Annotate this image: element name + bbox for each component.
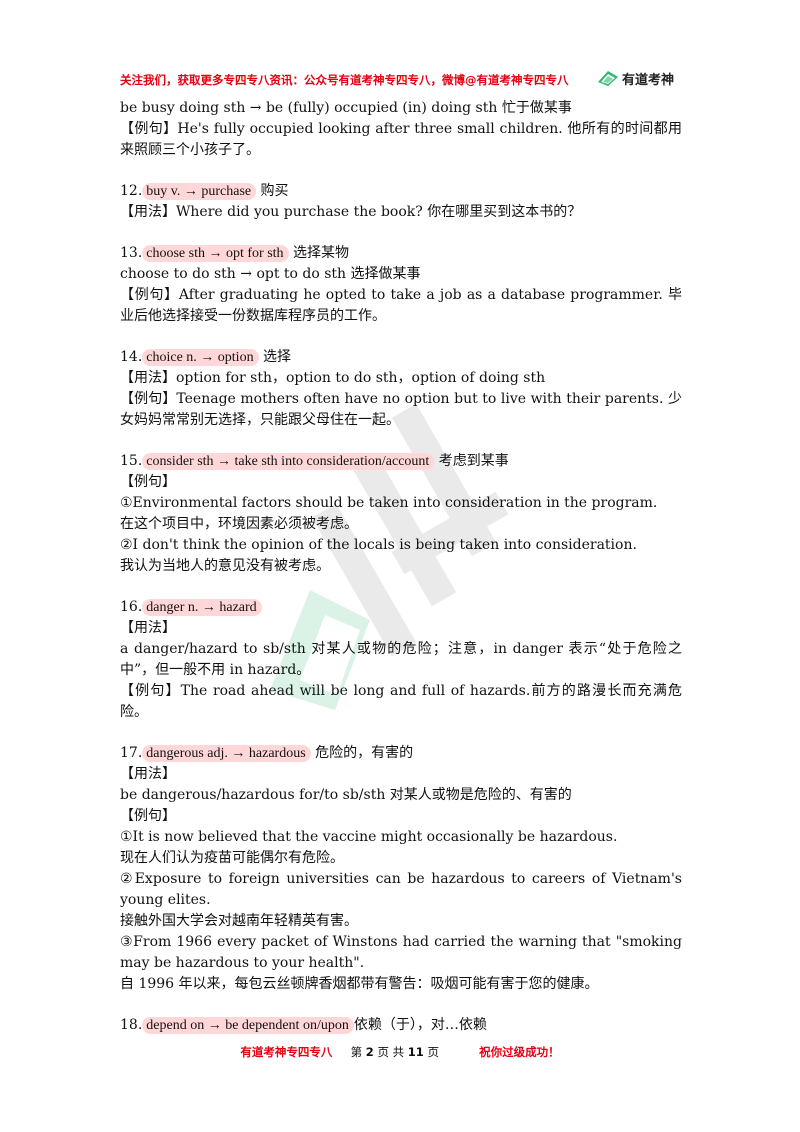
entry-highlight: choice n. → option [142, 349, 259, 366]
page-footer: 有道考神专四专八 第 2 页 共 11 页 祝你过级成功！ [0, 1044, 800, 1060]
page-header: 关注我们，获取更多专四专八资讯：公众号有道考神专四专八，微博@有道考神专四专八 … [120, 66, 690, 92]
page-number: 2 [365, 1045, 374, 1059]
entry-highlight: danger n. → hazard [142, 599, 262, 616]
entry-meaning: 依赖（于），对…依赖 [353, 1017, 487, 1033]
book-logo-icon [598, 71, 618, 86]
line-13: choose to do sth → opt to do sth 选择做某事 [120, 266, 421, 282]
example-15-2-cn: 我认为当地人的意见没有被考虑。 [120, 558, 330, 574]
footer-brand: 有道考神专四专八 [240, 1045, 333, 1059]
example-17-1: ①It is now believed that the vaccine mig… [120, 829, 618, 845]
example-17-2-cn: 接触外国大学会对越南年轻精英有害。 [120, 913, 358, 929]
entry-highlight: buy v. → purchase [142, 183, 257, 200]
usage-label-16: 【用法】 [120, 620, 176, 636]
example-17-3-cn: 自 1996 年以来，每包云丝顿牌香烟都带有警告：吸烟可能有害于您的健康。 [120, 976, 599, 992]
entry-meaning: 选择某物 [288, 245, 349, 261]
example-label-15: 【例句】 [120, 474, 176, 490]
usage-16: a danger/hazard to sb/sth 对某人或物的危险；注意，in… [120, 641, 682, 678]
line-busy: be busy doing sth → be (fully) occupied … [120, 100, 572, 116]
usage-12: 【用法】Where did you purchase the book? 你在哪… [120, 204, 582, 220]
entry-number: 15. [120, 453, 143, 469]
entry-number: 12. [120, 183, 143, 199]
entry-16: 16.danger n. → hazard [120, 597, 682, 618]
entry-meaning: 考虑到某事 [434, 453, 509, 469]
entry-13: 13.choose sth → opt for sth 选择某物 [120, 243, 682, 264]
document-body: be busy doing sth → be (fully) occupied … [120, 98, 682, 1036]
example-14: 【例句】Teenage mothers often have no option… [120, 391, 682, 428]
example-17-2: ②Exposure to foreign universities can be… [120, 871, 682, 908]
entry-highlight: dangerous adj. → hazardous [142, 745, 311, 762]
entry-number: 14. [120, 349, 143, 365]
example-15-1: ①Environmental factors should be taken i… [120, 495, 658, 511]
entry-highlight: choose sth → opt for sth [142, 245, 289, 262]
usage-label-17: 【用法】 [120, 766, 176, 782]
usage-17: be dangerous/hazardous for/to sb/sth 对某人… [120, 787, 572, 803]
usage-14: 【用法】option for sth，option to do sth，opti… [120, 370, 546, 386]
example-label-17: 【例句】 [120, 808, 176, 824]
entry-17: 17.dangerous adj. → hazardous 危险的，有害的 [120, 743, 682, 764]
entry-highlight: consider sth → take sth into considerati… [142, 453, 435, 470]
entry-15: 15.consider sth → take sth into consider… [120, 451, 682, 472]
page-mid: 页 共 [377, 1045, 405, 1059]
entry-number: 18. [120, 1017, 143, 1033]
brand-logo: 有道考神 [596, 66, 706, 90]
page-prefix: 第 [350, 1045, 363, 1059]
page-total: 11 [407, 1045, 424, 1059]
entry-number: 16. [120, 599, 143, 615]
example-17-1-cn: 现在人们认为疫苗可能偶尔有危险。 [120, 850, 344, 866]
example-13: 【例句】After graduating he opted to take a … [120, 287, 682, 324]
example-17-3: ③From 1966 every packet of Winstons had … [120, 934, 682, 971]
example-15-1-cn: 在这个项目中，环境因素必须被考虑。 [120, 516, 358, 532]
footer-slogan: 祝你过级成功！ [479, 1045, 560, 1059]
example-15-2: ②I don't think the opinion of the locals… [120, 537, 637, 553]
page-suffix: 页 [427, 1045, 439, 1059]
entry-14: 14.choice n. → option 选择 [120, 347, 682, 368]
entry-12: 12.buy v. → purchase 购买 [120, 181, 682, 202]
example-16: 【例句】The road ahead will be long and full… [120, 683, 682, 720]
entry-number: 17. [120, 745, 143, 761]
entry-number: 13. [120, 245, 143, 261]
header-notice: 关注我们，获取更多专四专八资讯：公众号有道考神专四专八，微博@有道考神专四专八 [120, 73, 569, 87]
entry-highlight: depend on → be dependent on/upon [142, 1017, 354, 1034]
example-busy: 【例句】He's fully occupied looking after th… [120, 121, 682, 158]
entry-meaning: 选择 [258, 349, 292, 365]
entry-meaning: 危险的，有害的 [310, 745, 414, 761]
entry-meaning: 购买 [256, 183, 289, 199]
logo-text: 有道考神 [622, 73, 675, 88]
